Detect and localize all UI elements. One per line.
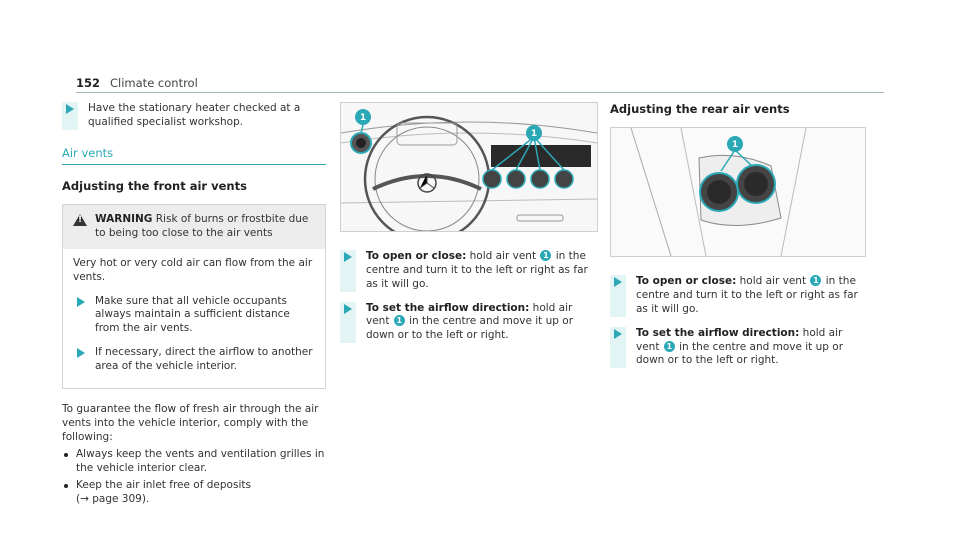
column-left: Have the stationary heater checked at a … [62, 102, 326, 510]
warning-box: WARNING Risk of burns or frostbite due t… [62, 204, 326, 389]
instruction-step: To open or close: hold air vent 1 in the… [610, 275, 866, 317]
instruction-step: To set the airflow direction: hold air v… [340, 301, 596, 344]
front-vents-illustration: 1 1 [340, 102, 598, 232]
rear-vents-heading: Adjusting the rear air vents [610, 102, 790, 116]
front-vents-heading: Adjusting the front air vents [62, 178, 247, 193]
section-title: Climate control [110, 76, 198, 90]
dashboard-illustration: 1 1 [341, 103, 597, 231]
warning-body: Very hot or very cold air can flow from … [63, 249, 325, 388]
warning-label: WARNING [95, 213, 153, 226]
callout-number: 1 [732, 140, 738, 150]
step-arrow-icon [344, 303, 352, 314]
warning-step: Make sure that all vehicle occupants alw… [73, 295, 315, 337]
step-text: Have the stationary heater checked at a … [88, 102, 301, 128]
page-reference-link[interactable]: (→ page 309). [76, 492, 150, 505]
instruction-step: To set the airflow direction: hold air v… [610, 326, 866, 369]
warning-triangle-icon [73, 214, 87, 227]
page-number: 152 [76, 76, 101, 90]
step-arrow-icon [344, 252, 352, 262]
callout-number: 1 [360, 113, 366, 123]
header-divider [76, 92, 884, 93]
rear-console-illustration: 1 [611, 128, 865, 257]
warning-body-text: Very hot or very cold air can flow from … [73, 256, 313, 283]
step-arrow-icon [77, 296, 85, 307]
fresh-air-paragraph: To guarantee the flow of fresh air throu… [62, 402, 319, 443]
page-header: 152 Climate control [76, 76, 198, 91]
list-item: Always keep the vents and ventilation gr… [62, 448, 326, 476]
callout-number: 1 [531, 129, 537, 139]
step-arrow-icon [614, 328, 622, 339]
rear-vents-illustration: 1 [610, 127, 866, 258]
warning-step: If necessary, direct the airflow to anot… [73, 346, 315, 374]
instruction-step: Have the stationary heater checked at a … [62, 102, 326, 130]
column-right: Adjusting the rear air vents 1 To open o… [610, 102, 866, 378]
callout-badge: 1 [393, 315, 405, 327]
instruction-step: To open or close: hold air vent 1 in the… [340, 250, 596, 292]
step-arrow-icon [66, 104, 74, 114]
callout-badge: 1 [663, 340, 675, 352]
list-item: Keep the air inlet free of deposits(→ pa… [62, 479, 326, 507]
callout-badge: 1 [540, 250, 552, 261]
step-arrow-icon [77, 348, 85, 359]
air-vents-heading: Air vents [62, 146, 326, 165]
bullet-list: Always keep the vents and ventilation gr… [62, 448, 326, 506]
warning-text: Risk of burns or frostbite due to being … [95, 213, 309, 239]
column-middle: 1 1 To open or close: hold air vent 1 in… [340, 102, 598, 353]
warning-header: WARNING Risk of burns or frostbite due t… [63, 205, 325, 249]
step-arrow-icon [614, 277, 622, 288]
callout-badge: 1 [810, 275, 822, 287]
